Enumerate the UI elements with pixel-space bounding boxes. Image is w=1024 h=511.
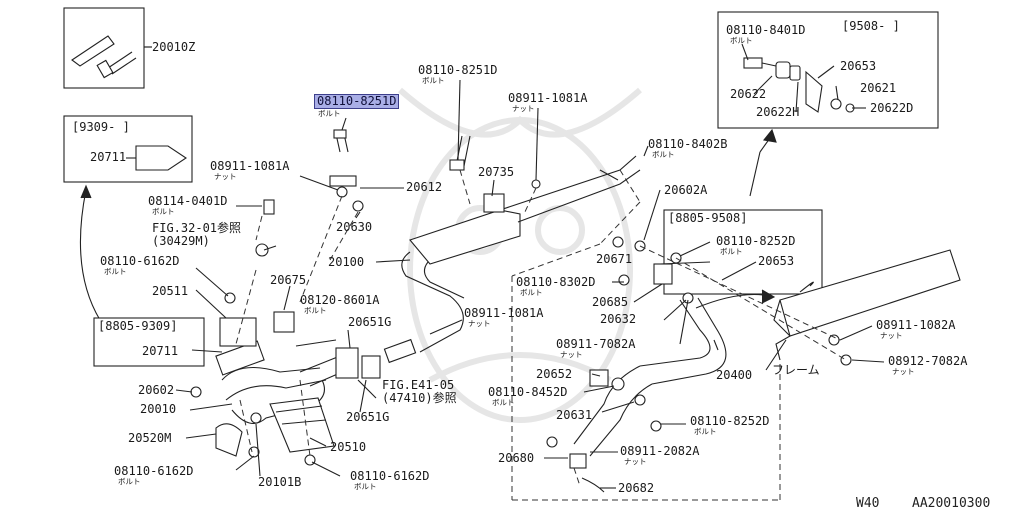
label-20622d: 20622D xyxy=(870,101,914,115)
label-08110-8252d: 08110-8252D xyxy=(690,414,770,428)
sublabel-bolt: ボルト xyxy=(304,306,327,315)
label-range-9309: [9309- ] xyxy=(72,120,130,134)
label-08110-8401d: 08110-8401D xyxy=(726,23,806,37)
sublabel-bolt: ボルト xyxy=(104,267,127,276)
label-08911-7082a: 08911-7082A xyxy=(556,337,636,351)
label-08114-0401d: 08114-0401D xyxy=(148,194,228,208)
label-08110-6162d: 08110-6162D xyxy=(100,254,180,268)
label-range-9508: [9508- ] xyxy=(842,19,900,33)
label-20651g: 20651G xyxy=(348,315,392,329)
label-20100: 20100 xyxy=(328,255,365,269)
label-20685: 20685 xyxy=(592,295,629,309)
label-08110-8302d: 08110-8302D xyxy=(516,275,596,289)
label-20652: 20652 xyxy=(536,367,573,381)
label-08912-7082a: 08912-7082A xyxy=(888,354,968,368)
footer-model: W40 xyxy=(856,496,880,511)
label-20653: 20653 xyxy=(840,59,877,73)
sublabel-nut: ナット xyxy=(512,104,535,113)
label-08911-1081a: 08911-1081A xyxy=(210,159,290,173)
label-20400: 20400 xyxy=(716,368,753,382)
label-fig-32-01-ref: FIG.32-01参照 xyxy=(152,221,242,235)
footer-code: AA20010300 xyxy=(912,496,991,511)
sublabel-bolt: ボルト xyxy=(318,109,341,118)
label-20622: 20622 xyxy=(730,87,767,101)
sublabel-bolt: ボルト xyxy=(520,288,543,297)
label-20711: 20711 xyxy=(142,344,179,358)
label-20735: 20735 xyxy=(478,165,515,179)
label-08120-8601a: 08120-8601A xyxy=(300,293,380,307)
sublabel-nut: ナット xyxy=(892,367,915,376)
sublabel-bolt: ボルト xyxy=(354,482,377,491)
label-range-8805-9508: [8805-9508] xyxy=(668,211,748,225)
label-20602: 20602 xyxy=(138,383,175,397)
watermark-logo xyxy=(398,87,642,423)
label-08110-8251d-highlighted[interactable]: 08110-8251D xyxy=(314,94,400,109)
label-20511: 20511 xyxy=(152,284,189,298)
label-20711-top: 20711 xyxy=(90,150,127,164)
sublabel-nut: ナット xyxy=(880,331,903,340)
sublabel-bolt: ボルト xyxy=(492,398,515,407)
sublabel-nut: ナット xyxy=(214,172,237,181)
label-20675: 20675 xyxy=(270,273,307,287)
label-20671: 20671 xyxy=(596,252,633,266)
label-20653: 20653 xyxy=(758,254,795,268)
label-20632: 20632 xyxy=(600,312,637,326)
sublabel-bolt: ボルト xyxy=(652,150,675,159)
label-08911-1081a: 08911-1081A xyxy=(508,91,588,105)
label-20010: 20010 xyxy=(140,402,177,416)
sublabel-bolt: ボルト xyxy=(422,76,445,85)
label-20010z: 20010Z xyxy=(152,40,196,54)
label-20101b: 20101B xyxy=(258,475,302,489)
label-08110-8251d: 08110-8251D xyxy=(418,63,498,77)
label-20612: 20612 xyxy=(406,180,443,194)
label-20602a: 20602A xyxy=(664,183,708,197)
label-range-8805-9309: [8805-9309] xyxy=(98,319,178,333)
sublabel-bolt: ボルト xyxy=(720,247,743,256)
sublabel-nut: ナット xyxy=(624,457,647,466)
label-20622h: 20622H xyxy=(756,105,800,119)
label-frame: フレーム xyxy=(772,363,820,377)
label-20510: 20510 xyxy=(330,440,367,454)
label-08110-8402b: 08110-8402B xyxy=(648,137,728,151)
label-47410-ref: (47410)参照 xyxy=(382,391,457,405)
label-20682: 20682 xyxy=(618,481,655,495)
label-20621: 20621 xyxy=(860,81,897,95)
sublabel-bolt: ボルト xyxy=(730,36,753,45)
label-08110-8452d: 08110-8452D xyxy=(488,385,568,399)
label-08911-2082a: 08911-2082A xyxy=(620,444,700,458)
sublabel-bolt: ボルト xyxy=(152,207,175,216)
label-08110-6162d: 08110-6162D xyxy=(114,464,194,478)
sublabel-nut: ナット xyxy=(468,319,491,328)
label-08911-1081a: 08911-1081A xyxy=(464,306,544,320)
label-20630: 20630 xyxy=(336,220,373,234)
label-08110-6162d: 08110-6162D xyxy=(350,469,430,483)
sublabel-bolt: ボルト xyxy=(694,427,717,436)
label-30429m: (30429M) xyxy=(152,234,210,248)
label-20520m: 20520M xyxy=(128,431,172,445)
sublabel-bolt: ボルト xyxy=(118,477,141,486)
label-20651g: 20651G xyxy=(346,410,390,424)
label-fig-e41-05-ref: FIG.E41-05 xyxy=(382,378,455,392)
label-20680: 20680 xyxy=(498,451,535,465)
label-20631: 20631 xyxy=(556,408,593,422)
sublabel-nut: ナット xyxy=(560,350,583,359)
label-08110-8252d: 08110-8252D xyxy=(716,234,796,248)
label-08911-1082a: 08911-1082A xyxy=(876,318,956,332)
